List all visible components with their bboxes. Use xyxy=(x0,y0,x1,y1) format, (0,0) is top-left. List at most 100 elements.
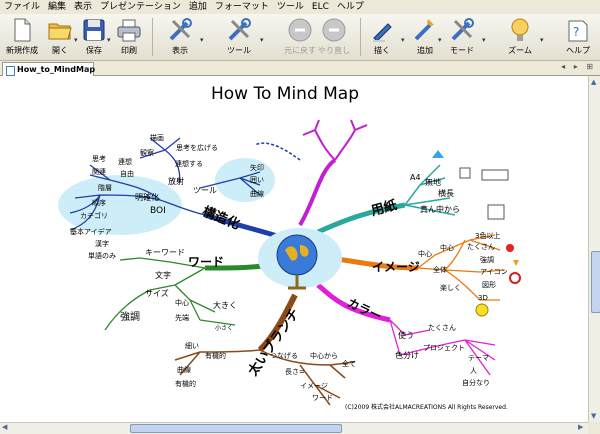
document-tab-bar: How_to_MindMap × ◂ ▸ ⊞ xyxy=(0,61,600,76)
cloud-highlight xyxy=(58,175,182,235)
toolbar: 新規作成 開く ▾ 保存 ▾ 印刷 表示 ▾ ツール ▾ 元に戻す やり直し 描… xyxy=(0,14,600,61)
scroll-down-icon[interactable]: ▼ xyxy=(591,412,597,420)
view-dropdown-icon[interactable]: ▾ xyxy=(200,36,204,44)
vertical-scroll-thumb[interactable] xyxy=(591,251,600,313)
toolbar-separator xyxy=(360,18,361,56)
tools-button[interactable]: ツール xyxy=(217,16,261,58)
word-sub-label: サイズ xyxy=(145,288,169,298)
image-sub-label: 楽しく xyxy=(440,283,461,292)
menu-tools[interactable]: ツール xyxy=(276,2,304,12)
scroll-left-icon[interactable]: ◀ xyxy=(2,423,8,431)
add-button[interactable]: 追加 xyxy=(403,16,447,58)
menu-add[interactable]: 追加 xyxy=(188,2,207,12)
branch-paper-line xyxy=(316,202,406,235)
tab-navigation[interactable]: ◂ ▸ ⊞ xyxy=(561,62,596,71)
heart-icon xyxy=(506,244,514,252)
menu-elc[interactable]: ELC xyxy=(311,2,329,12)
new-button[interactable]: 新規作成 xyxy=(0,16,44,58)
structure-twigs xyxy=(69,137,261,231)
page-icon xyxy=(459,167,471,179)
mode-button[interactable]: モード xyxy=(440,16,484,58)
thick-sub-label: 有機的 xyxy=(175,379,196,388)
color-twigs xyxy=(389,319,496,376)
structure-sub-label: 描画 xyxy=(150,133,164,142)
thick-sub-label: 曲線 xyxy=(177,365,191,374)
zoom-label: ズーム xyxy=(508,46,532,55)
thick-sub-label: つなげる xyxy=(270,351,298,360)
scroll-up-icon[interactable]: ▲ xyxy=(591,78,597,86)
print-label: 印刷 xyxy=(121,46,137,55)
structure-sub-label: 連想する xyxy=(175,159,203,168)
mode-dropdown-icon[interactable]: ▾ xyxy=(482,36,486,44)
structure-sub-label: 明確化 xyxy=(135,192,159,202)
horizontal-scrollbar[interactable]: ◀ ▶ xyxy=(0,422,588,434)
branch-word-label[interactable]: ワード xyxy=(188,255,224,269)
branch-structure-label[interactable]: 構造化 xyxy=(200,203,242,232)
print-icon xyxy=(117,19,141,42)
close-icon[interactable]: × xyxy=(83,65,90,74)
undo-icon xyxy=(288,18,312,42)
zoom-button[interactable]: ズーム xyxy=(498,16,542,58)
branch-paper-label[interactable]: 用紙 xyxy=(368,197,398,219)
save-button[interactable]: 保存 xyxy=(72,16,116,58)
image-sub-label: 図形 xyxy=(482,281,496,289)
menu-format[interactable]: フォーマット xyxy=(214,2,269,12)
open-dropdown-icon[interactable]: ▾ xyxy=(74,36,78,44)
globe-stand xyxy=(288,275,306,290)
draw-dropdown-icon[interactable]: ▾ xyxy=(401,36,405,44)
thick-sub-label: 全て xyxy=(342,359,356,368)
undo-button[interactable]: 元に戻す xyxy=(278,16,322,58)
new-label: 新規作成 xyxy=(6,46,38,55)
color-sub-label: テーマ xyxy=(468,354,489,362)
scroll-right-icon[interactable]: ▶ xyxy=(578,423,584,431)
paper-sub-label: 真ん中から xyxy=(420,204,460,214)
menu-bar: ファイル編集表示プレゼンテーション追加フォーマットツール ELC ヘルプ xyxy=(0,0,600,14)
redo-button[interactable]: やり直し xyxy=(312,16,356,58)
zoom-dropdown-icon[interactable]: ▾ xyxy=(540,36,544,44)
add-dropdown-icon[interactable]: ▾ xyxy=(438,36,442,44)
menu-presentation[interactable]: プレゼンテーション xyxy=(100,2,181,12)
branch-color-line xyxy=(316,283,391,323)
structure-sub-label: 関連 xyxy=(92,167,106,176)
draw-button[interactable]: 描く xyxy=(360,16,404,58)
scrollbar-corner xyxy=(588,422,600,433)
paper-sub-label: 横長 xyxy=(438,188,454,198)
open-icon xyxy=(48,23,72,40)
help-label: ヘルプ xyxy=(566,46,590,55)
open-button[interactable]: 開く xyxy=(38,16,82,58)
document-tab[interactable]: How_to_MindMap × xyxy=(2,62,96,76)
menu-view[interactable]: 表示 xyxy=(74,2,93,12)
paper-sub-label: 無地 xyxy=(425,177,441,187)
word-sub-label: 先端 xyxy=(175,313,189,322)
help-button[interactable]: ? ヘルプ xyxy=(556,16,600,58)
mindmap-canvas[interactable]: How To Mind Map 構造化 用紙 イメージ カ xyxy=(0,76,588,422)
menu-file[interactable]: ファイル xyxy=(4,2,41,12)
vertical-scrollbar[interactable]: ▲ ▼ xyxy=(588,76,600,422)
mindmap: How To Mind Map 構造化 用紙 イメージ カ xyxy=(58,84,521,411)
word-twigs xyxy=(104,257,236,331)
structure-sub-label: 階層 xyxy=(98,183,112,192)
redo-label: やり直し xyxy=(318,46,350,55)
structure-sub-label: 囲い xyxy=(250,176,264,184)
horizontal-scroll-thumb[interactable] xyxy=(130,424,342,433)
image-twigs xyxy=(417,234,506,301)
color-sub-label: プロジェクト xyxy=(423,344,465,352)
menu-help[interactable]: ヘルプ xyxy=(336,2,364,12)
map-title: How To Mind Map xyxy=(211,84,359,104)
document-tab-label: How_to_MindMap xyxy=(17,65,96,74)
print-button[interactable]: 印刷 xyxy=(107,16,151,58)
branch-top-line xyxy=(298,158,337,227)
tools-dropdown-icon[interactable]: ▾ xyxy=(260,36,264,44)
document-icon xyxy=(6,66,15,76)
view-button[interactable]: 表示 xyxy=(158,16,202,58)
view-icon xyxy=(169,18,192,41)
branch-image-label[interactable]: イメージ xyxy=(372,260,420,274)
globe-continents xyxy=(285,245,309,261)
menu-edit[interactable]: 編集 xyxy=(48,2,67,12)
image-sub-label: 3D xyxy=(478,294,488,302)
thick-sub-label: イメージ xyxy=(300,382,328,390)
save-dropdown-icon[interactable]: ▾ xyxy=(107,36,111,44)
branch-color-label[interactable]: カラー xyxy=(345,296,384,324)
color-sub-label: 人 xyxy=(470,367,477,375)
color-sub-label: 使う xyxy=(398,330,414,340)
